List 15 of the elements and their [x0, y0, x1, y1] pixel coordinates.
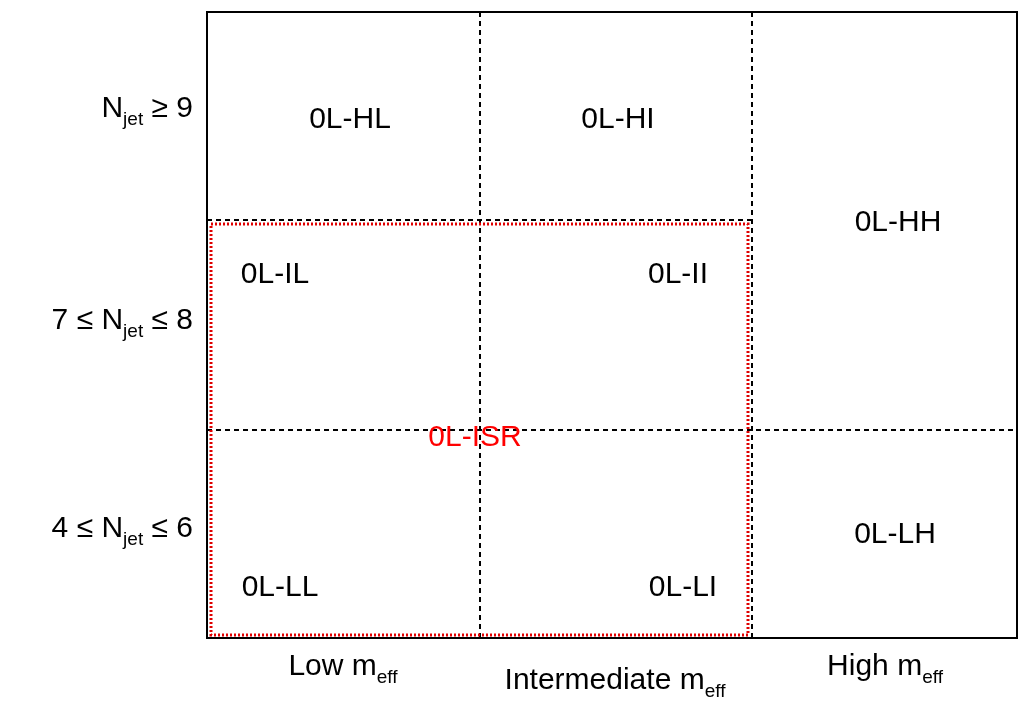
region-label: 0L-LI: [648, 568, 718, 602]
row-label: N$_{jet}$ ≥ 9: [101, 89, 193, 131]
column-label: Low m$_{eff}$: [288, 647, 398, 689]
region-label: 0L-LL: [241, 568, 319, 602]
region-label: 0L-HI: [581, 100, 655, 134]
region-label: 0L-II: [648, 255, 708, 289]
region-label: 0L-IL: [240, 255, 310, 289]
region-label: 0L-ISR: [428, 418, 522, 452]
column-label: Intermediate m$_{eff}$: [503, 661, 727, 703]
row-label: 7 ≤ N$_{jet}$ ≤ 8: [51, 301, 193, 343]
column-label: High m$_{eff}$: [827, 647, 943, 689]
row-label: 4 ≤ N$_{jet}$ ≤ 6: [51, 509, 193, 551]
region-label: 0L-HL: [309, 100, 391, 134]
region-label: 0L-LH: [854, 515, 936, 549]
region-label: 0L-HH: [854, 203, 942, 237]
